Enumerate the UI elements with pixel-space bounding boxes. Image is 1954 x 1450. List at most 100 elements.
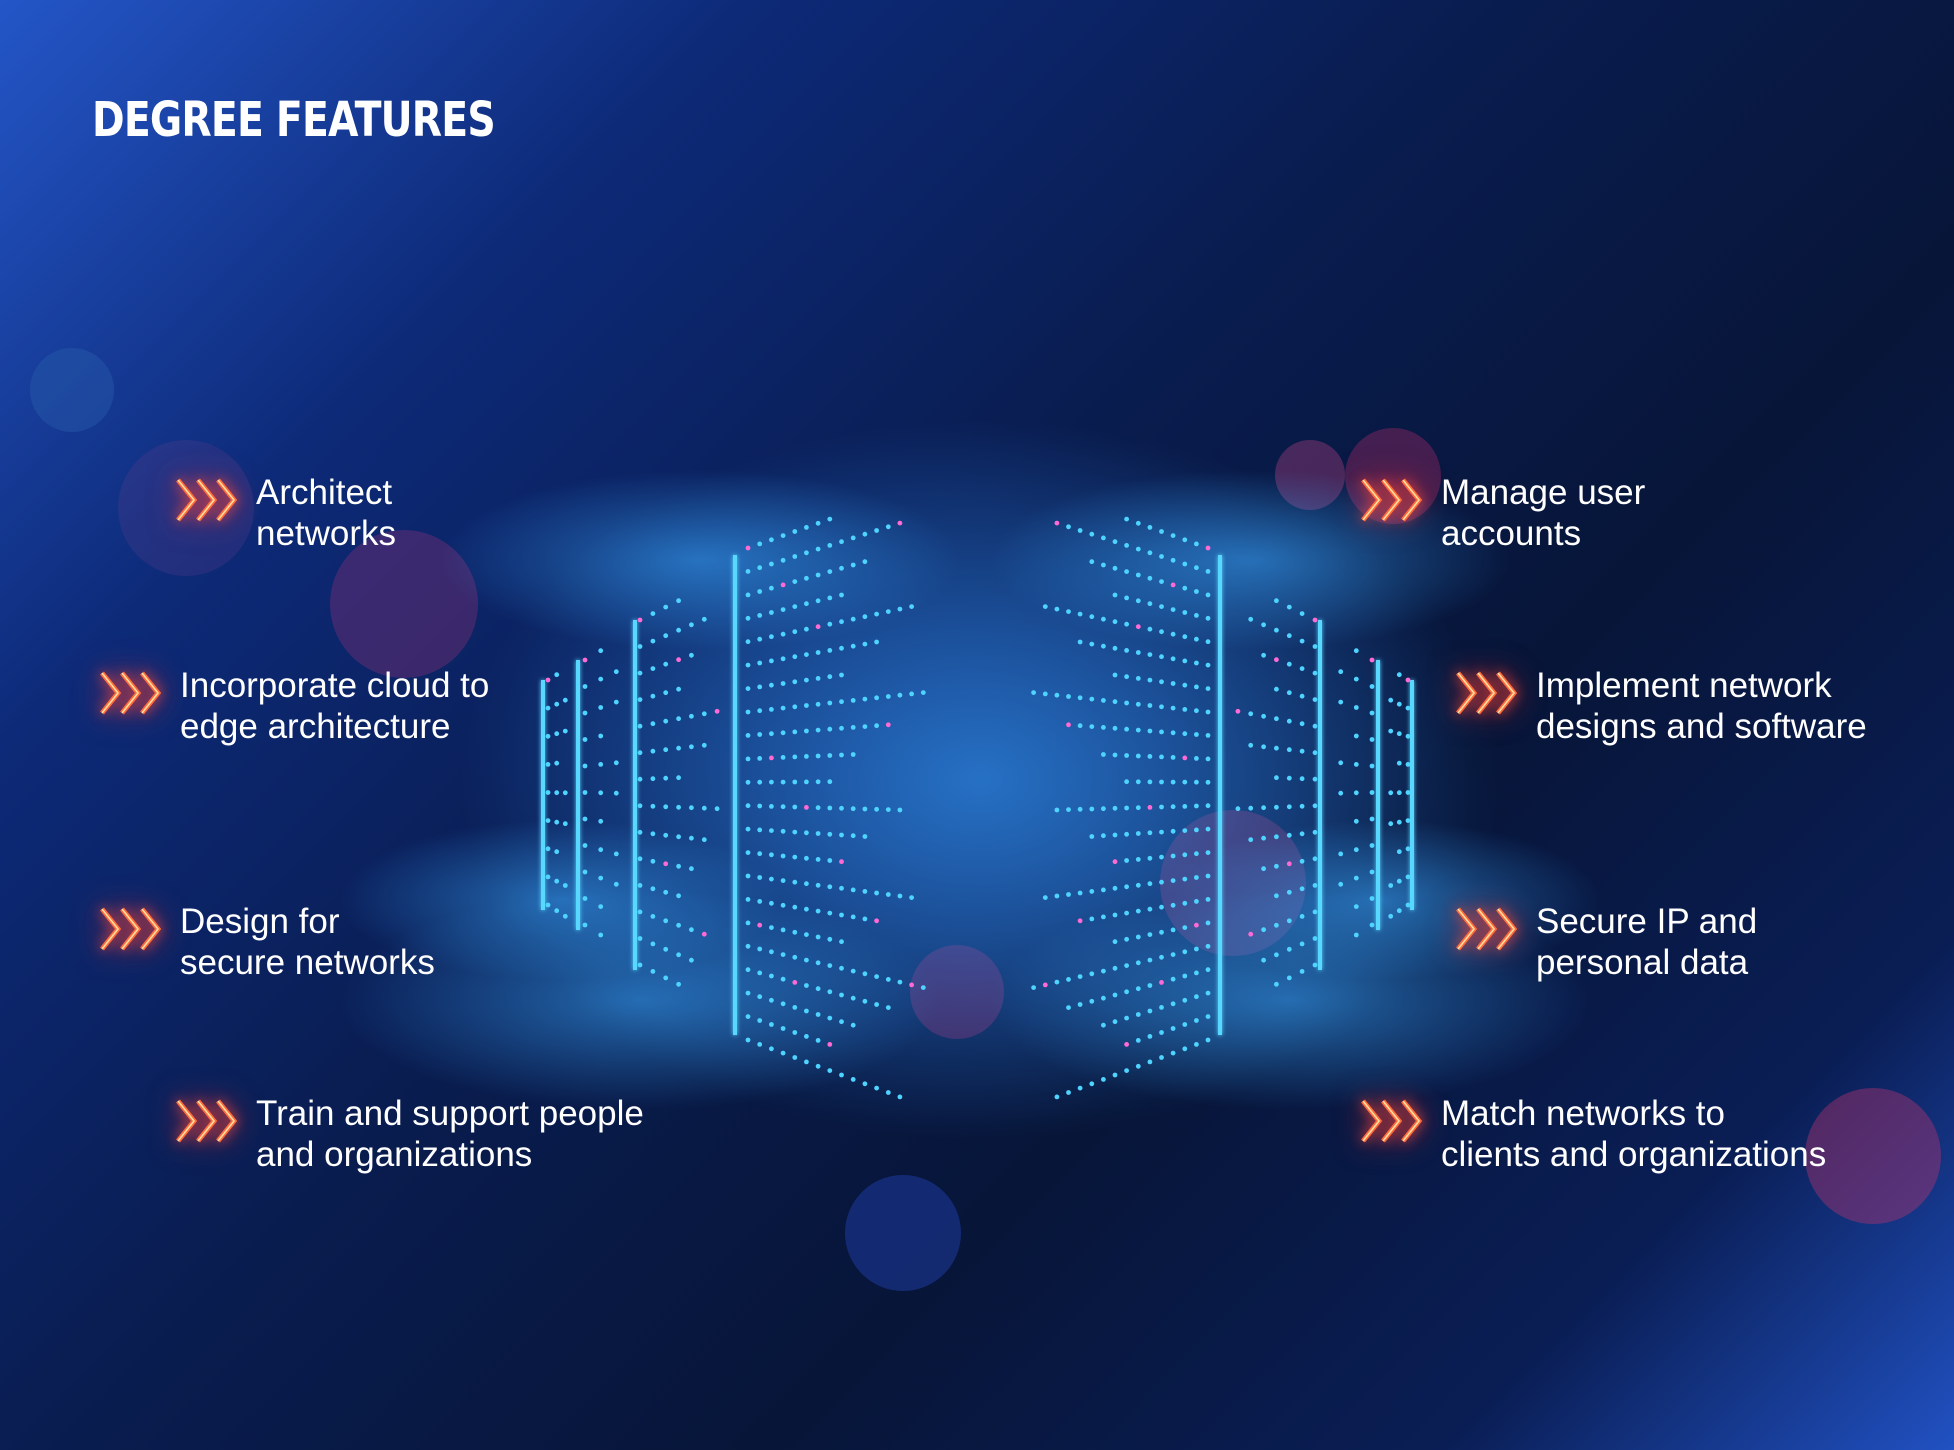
led-dot [676,716,681,722]
led-dot [1388,821,1394,827]
led-dot [769,828,774,833]
led-dot [1182,779,1188,785]
led-dot [701,711,707,717]
led-dot [862,559,868,565]
led-dot [1112,859,1118,865]
led-dot [1077,974,1083,979]
led-dot [1112,805,1118,811]
led-dot [562,883,568,888]
led-dot [1042,604,1048,609]
led-dot [874,695,879,701]
feature-text: Architect networks [256,472,396,554]
feature-line: Manage user [1441,473,1646,512]
led-dot [1170,952,1176,957]
led-dot [582,896,588,901]
led-dot [1112,565,1118,571]
led-dot [1353,648,1359,654]
led-dot [613,699,619,705]
led-dot [780,779,786,785]
led-dot [815,1012,821,1017]
led-dot [1194,851,1199,857]
led-dot [792,829,798,835]
led-dot [792,1030,798,1035]
led-dot [1369,816,1375,822]
led-dot [1054,893,1060,899]
led-dot [757,565,763,571]
led-dot [780,1026,786,1031]
led-dot [676,922,681,928]
led-dot [757,756,763,761]
led-dot [1388,913,1394,919]
led-dot [1194,899,1199,904]
led-dot [598,818,604,824]
led-dot [769,682,774,688]
led-dot [598,904,604,909]
led-dot [839,1072,844,1078]
led-dot [1159,754,1164,760]
led-dot [1286,861,1292,867]
led-dot [804,728,809,734]
led-dot [1299,748,1305,754]
led-dot [598,847,604,853]
led-dot [1124,936,1129,942]
led-dot [1205,756,1211,762]
led-dot [769,779,774,785]
led-dot [769,949,774,955]
led-dot [582,763,588,769]
led-dot [804,957,809,963]
led-dot [582,684,588,689]
led-dot [1286,718,1292,724]
led-dot [1135,650,1141,655]
led-dot [1159,779,1164,785]
led-dot [1396,672,1402,678]
led-dot [815,908,821,914]
led-dot [850,752,856,757]
led-dot [650,914,656,919]
led-dot [769,658,774,664]
triple-chevron-icon [1361,1099,1423,1143]
led-dot [1147,626,1153,632]
led-dot [1369,922,1375,928]
led-dot [1194,803,1199,809]
led-dot [1369,843,1375,848]
led-dot [804,754,809,759]
led-dot [1274,598,1279,604]
led-dot [598,676,604,682]
led-dot [757,589,763,594]
led-dot [1369,684,1375,689]
led-dot [545,790,551,795]
led-dot [637,883,643,888]
led-dot [613,669,619,675]
led-dot [598,648,604,654]
led-dot [1159,654,1164,660]
led-dot [1182,852,1188,858]
led-dot [1089,834,1095,839]
led-dot [1182,1046,1188,1052]
led-dot [1261,805,1266,811]
triple-chevron-icon [1456,907,1518,951]
feature-text: Implement network designs and software [1536,665,1867,747]
led-dot [1101,833,1106,839]
led-dot [1274,804,1279,810]
led-dot [1054,692,1060,698]
led-dot [1274,922,1279,928]
led-dot [1077,695,1083,701]
led-dot [1089,614,1095,620]
led-dot [650,693,656,699]
led-dot [663,604,669,610]
led-dot [1101,562,1106,568]
led-dot [757,970,763,976]
led-dot [874,1085,879,1091]
led-dot [897,807,903,813]
led-dot [1112,832,1118,838]
led-dot [689,927,694,933]
led-dot [874,918,879,924]
led-dot [1248,711,1254,717]
led-dot [637,697,643,702]
led-dot [827,989,833,995]
led-dot [1135,520,1141,526]
led-dot [874,611,879,617]
led-dot [850,995,856,1001]
